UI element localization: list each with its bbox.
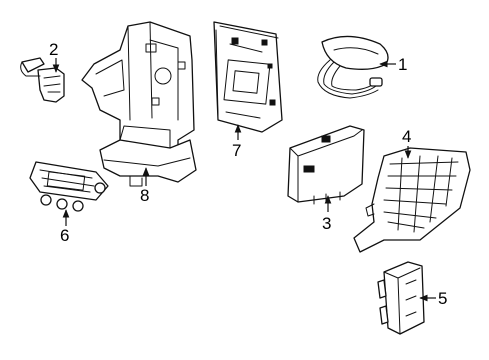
callout-1: 1 bbox=[398, 55, 407, 74]
callout-2-group: 2 bbox=[49, 40, 60, 73]
callout-6: 6 bbox=[60, 226, 69, 245]
part-4-housing bbox=[353, 147, 471, 253]
part-2-connector bbox=[20, 57, 65, 103]
callout-6-group: 6 bbox=[60, 209, 69, 245]
callout-4-group: 4 bbox=[402, 127, 411, 159]
callout-5: 5 bbox=[438, 289, 447, 308]
callout-7-group: 7 bbox=[232, 124, 241, 160]
callout-3: 3 bbox=[322, 214, 331, 233]
part-7-module bbox=[213, 21, 283, 133]
part-1-harness bbox=[317, 35, 389, 99]
callout-8-group: 8 bbox=[140, 167, 149, 205]
part-3-tray bbox=[287, 125, 365, 205]
callout-7: 7 bbox=[232, 141, 241, 160]
callout-2: 2 bbox=[49, 40, 58, 59]
callout-8: 8 bbox=[140, 186, 149, 205]
callout-1-group: 1 bbox=[379, 55, 407, 74]
part-8-bracket bbox=[81, 21, 197, 187]
callout-3-group: 3 bbox=[322, 195, 331, 233]
part-5-module bbox=[377, 261, 425, 335]
callout-4: 4 bbox=[402, 127, 411, 146]
callout-5-group: 5 bbox=[419, 289, 447, 308]
part-6-connector-block bbox=[29, 161, 109, 212]
